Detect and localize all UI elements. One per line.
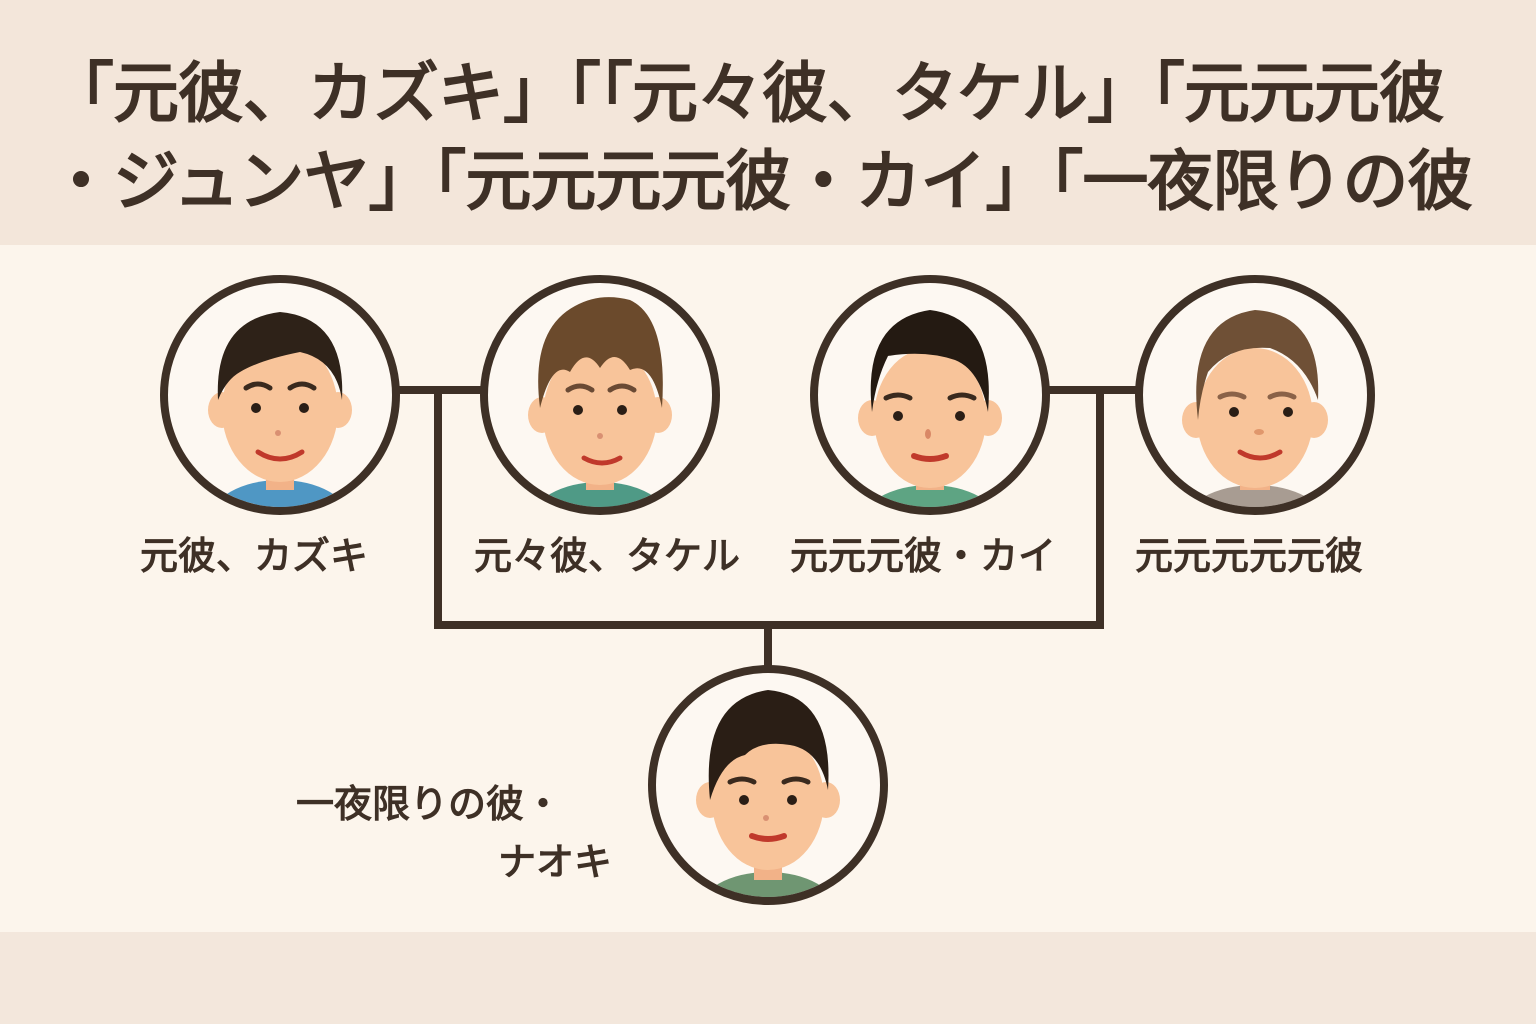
footer-band — [0, 932, 1536, 1024]
node-label-kai: 元元元彼・カイ — [790, 534, 1057, 578]
node-label-naoki-line1: 一夜限りの彼・ — [296, 782, 563, 826]
avatar-kai — [818, 283, 1042, 507]
title-line-1: 「元彼、カズキ」「「元々彼、タケル」「元元元彼 — [48, 55, 1445, 132]
node-label-kazuki: 元彼、カズキ — [140, 534, 369, 578]
node-label-gen5: 元元元元元彼 — [1135, 534, 1364, 578]
connector-lines — [396, 386, 1139, 668]
avatar-frames — [160, 275, 1375, 905]
avatar-naoki — [656, 673, 880, 897]
node-label-naoki-line2: ナオキ — [498, 840, 613, 884]
avatar-takeru — [488, 283, 712, 507]
title-line-2: ・ジュンヤ」「元元元元彼・カイ」「一夜限りの彼 — [48, 143, 1473, 220]
node-label-takeru: 元々彼、タケル — [474, 534, 741, 578]
page-title: 「元彼、カズキ」「「元々彼、タケル」「元元元彼 ・ジュンヤ」「元元元元彼・カイ」… — [48, 50, 1508, 226]
header-band — [0, 0, 1536, 245]
avatar-kazuki — [168, 283, 392, 507]
avatar-gen5 — [1143, 283, 1367, 507]
